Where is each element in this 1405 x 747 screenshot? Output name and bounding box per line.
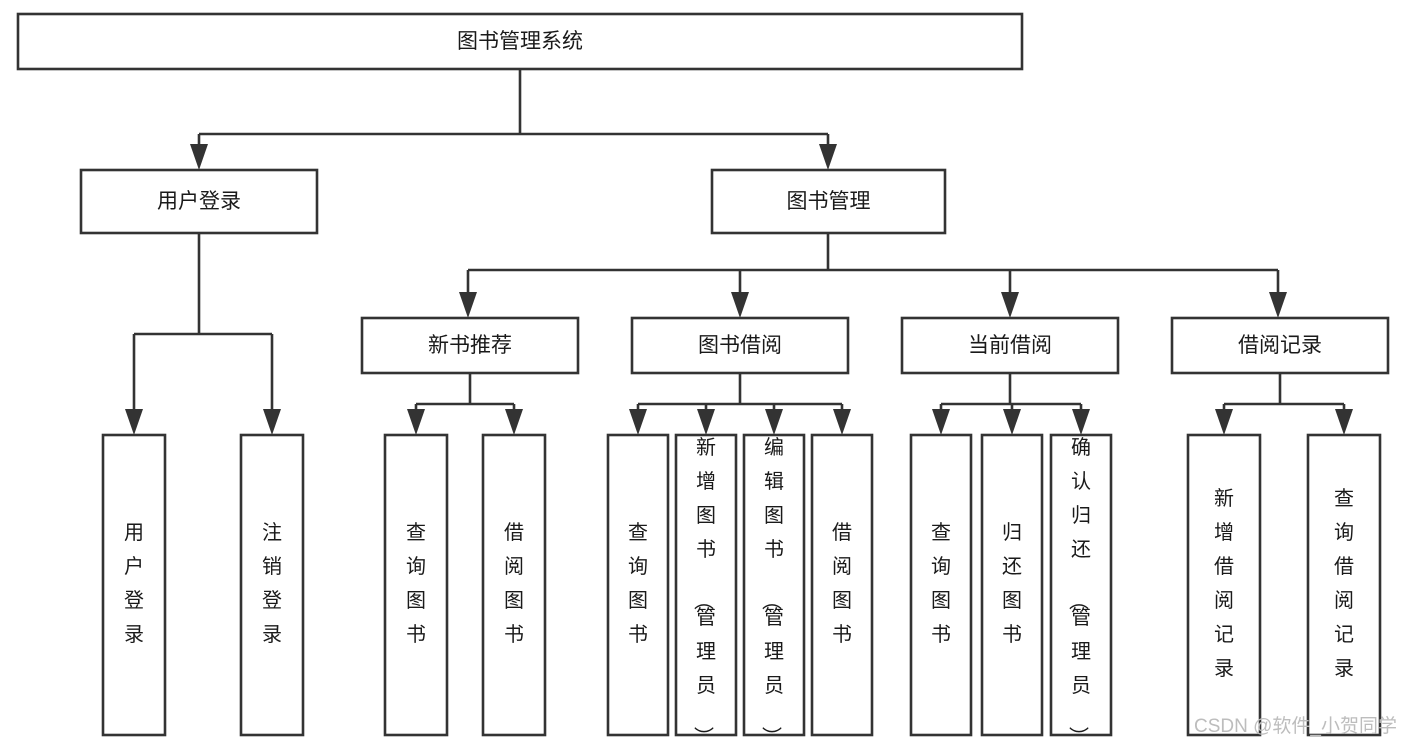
node-leaf-query-book-recommend[interactable]: 查询图书 [383, 433, 449, 737]
connector-book-management-to-level3-arrow-1 [731, 292, 749, 318]
node-leaf-confirm-return-label: 确认归还（管理员） [1066, 436, 1091, 746]
node-new-book-recommend[interactable]: 新书推荐 [360, 316, 580, 375]
connector-book-management-to-level3-arrow-0 [459, 292, 477, 318]
connector-current-borrow-to-leaves-arrow-2 [1072, 409, 1090, 435]
node-leaf-add-borrow-record[interactable]: 新增借阅记录 [1186, 433, 1262, 737]
connector-book-management-to-level3-arrow-2 [1001, 292, 1019, 318]
connector-book-management-to-level3-arrow-3 [1269, 292, 1287, 318]
connector-new-book-recommend-to-leaves [407, 373, 523, 435]
node-book-management[interactable]: 图书管理 [710, 168, 947, 235]
node-leaf-add-borrow-record-label: 新增借阅记录 [1214, 487, 1234, 680]
node-leaf-edit-book-label: 编辑图书（管理员） [759, 436, 784, 746]
node-leaf-query-book-borrow-box[interactable] [606, 433, 670, 737]
connector-new-book-recommend-to-leaves-arrow-0 [407, 409, 425, 435]
node-leaf-edit-book[interactable]: 编辑图书（管理员） [742, 433, 806, 746]
node-borrow-record-label: 借阅记录 [1238, 334, 1322, 357]
node-user-login[interactable]: 用户登录 [79, 168, 319, 235]
node-leaf-borrow-book[interactable]: 借阅图书 [810, 433, 874, 737]
node-new-book-recommend-label: 新书推荐 [428, 334, 512, 357]
node-book-management-box[interactable] [710, 168, 947, 235]
node-book-management-label: 图书管理 [787, 190, 871, 213]
node-leaf-borrow-book-recommend-label: 借阅图书 [504, 521, 524, 646]
csdn-watermark: CSDN @软件_小贺同学 [1194, 715, 1397, 737]
node-leaf-add-borrow-record-box[interactable] [1186, 433, 1262, 737]
node-current-borrow-box[interactable] [900, 316, 1120, 375]
node-root-system[interactable]: 图书管理系统 [16, 12, 1024, 71]
node-leaf-logout-label: 注销登录 [262, 521, 282, 646]
node-leaf-borrow-book-box[interactable] [810, 433, 874, 737]
connector-user-login-to-leaves-arrow-1 [263, 409, 281, 435]
node-leaf-query-book-borrow[interactable]: 查询图书 [606, 433, 670, 737]
node-leaf-user-login-label: 用户登录 [124, 522, 144, 646]
node-book-borrow-box[interactable] [630, 316, 850, 375]
connector-book-borrow-to-leaves [629, 373, 851, 435]
node-leaf-borrow-book-label: 借阅图书 [832, 521, 852, 646]
node-leaf-user-login[interactable]: 用户登录 [101, 433, 167, 737]
node-current-borrow[interactable]: 当前借阅 [900, 316, 1120, 375]
node-leaf-query-book-current[interactable]: 查询图书 [909, 433, 973, 737]
connector-user-login-to-leaves-arrow-0 [125, 409, 143, 435]
node-leaf-query-book-recommend-label: 查询图书 [406, 521, 426, 646]
node-leaf-query-book-current-label: 查询图书 [931, 521, 951, 646]
node-leaf-query-book-borrow-label: 查询图书 [628, 521, 648, 646]
connector-current-borrow-to-leaves-arrow-1 [1003, 409, 1021, 435]
node-leaf-query-borrow-record-label: 查询借阅记录 [1334, 487, 1354, 680]
connector-book-borrow-to-leaves-arrow-3 [833, 409, 851, 435]
connector-book-management-to-level3 [459, 233, 1287, 318]
connector-current-borrow-to-leaves [932, 373, 1090, 435]
connector-borrow-record-to-leaves [1215, 373, 1353, 435]
node-leaf-borrow-book-recommend-box[interactable] [481, 433, 547, 737]
node-leaf-query-borrow-record[interactable]: 查询借阅记录 [1306, 433, 1382, 737]
connector-book-borrow-to-leaves-arrow-2 [765, 409, 783, 435]
node-root-system-label: 图书管理系统 [457, 30, 583, 53]
connector-user-login-to-leaves [125, 233, 281, 435]
node-leaf-user-login-box[interactable] [101, 433, 167, 737]
connector-root-to-level2-arrow-1 [819, 144, 837, 170]
node-leaf-return-book-label: 归还图书 [1002, 521, 1022, 646]
connector-layer [125, 69, 1353, 435]
node-leaf-confirm-return[interactable]: 确认归还（管理员） [1049, 433, 1113, 746]
node-leaf-add-book-label: 新增图书（管理员） [691, 436, 716, 746]
node-leaf-confirm-return-box[interactable] [1049, 433, 1113, 737]
node-borrow-record-box[interactable] [1170, 316, 1390, 375]
connector-root-to-level2-arrow-0 [190, 144, 208, 170]
node-leaf-edit-book-box[interactable] [742, 433, 806, 737]
connector-book-borrow-to-leaves-arrow-0 [629, 409, 647, 435]
node-leaf-query-borrow-record-box[interactable] [1306, 433, 1382, 737]
node-leaf-return-book-box[interactable] [980, 433, 1044, 737]
node-user-login-label: 用户登录 [157, 190, 241, 213]
node-leaf-borrow-book-recommend[interactable]: 借阅图书 [481, 433, 547, 737]
connector-borrow-record-to-leaves-arrow-1 [1335, 409, 1353, 435]
node-leaf-add-book[interactable]: 新增图书（管理员） [674, 433, 738, 746]
node-root-system-box[interactable] [16, 12, 1024, 71]
node-leaf-add-book-box[interactable] [674, 433, 738, 737]
connector-root-to-level2 [190, 69, 837, 170]
node-leaf-return-book[interactable]: 归还图书 [980, 433, 1044, 737]
node-borrow-record[interactable]: 借阅记录 [1170, 316, 1390, 375]
node-leaf-query-book-current-box[interactable] [909, 433, 973, 737]
connector-book-borrow-to-leaves-arrow-1 [697, 409, 715, 435]
node-layer: 图书管理系统用户登录图书管理新书推荐图书借阅当前借阅借阅记录用户登录注销登录查询… [16, 12, 1390, 746]
node-leaf-logout-box[interactable] [239, 433, 305, 737]
node-leaf-query-book-recommend-box[interactable] [383, 433, 449, 737]
node-leaf-logout[interactable]: 注销登录 [239, 433, 305, 737]
node-user-login-box[interactable] [79, 168, 319, 235]
node-book-borrow[interactable]: 图书借阅 [630, 316, 850, 375]
connector-borrow-record-to-leaves-arrow-0 [1215, 409, 1233, 435]
connector-current-borrow-to-leaves-arrow-0 [932, 409, 950, 435]
node-new-book-recommend-box[interactable] [360, 316, 580, 375]
node-current-borrow-label: 当前借阅 [968, 334, 1052, 357]
node-book-borrow-label: 图书借阅 [698, 334, 782, 357]
connector-new-book-recommend-to-leaves-arrow-1 [505, 409, 523, 435]
